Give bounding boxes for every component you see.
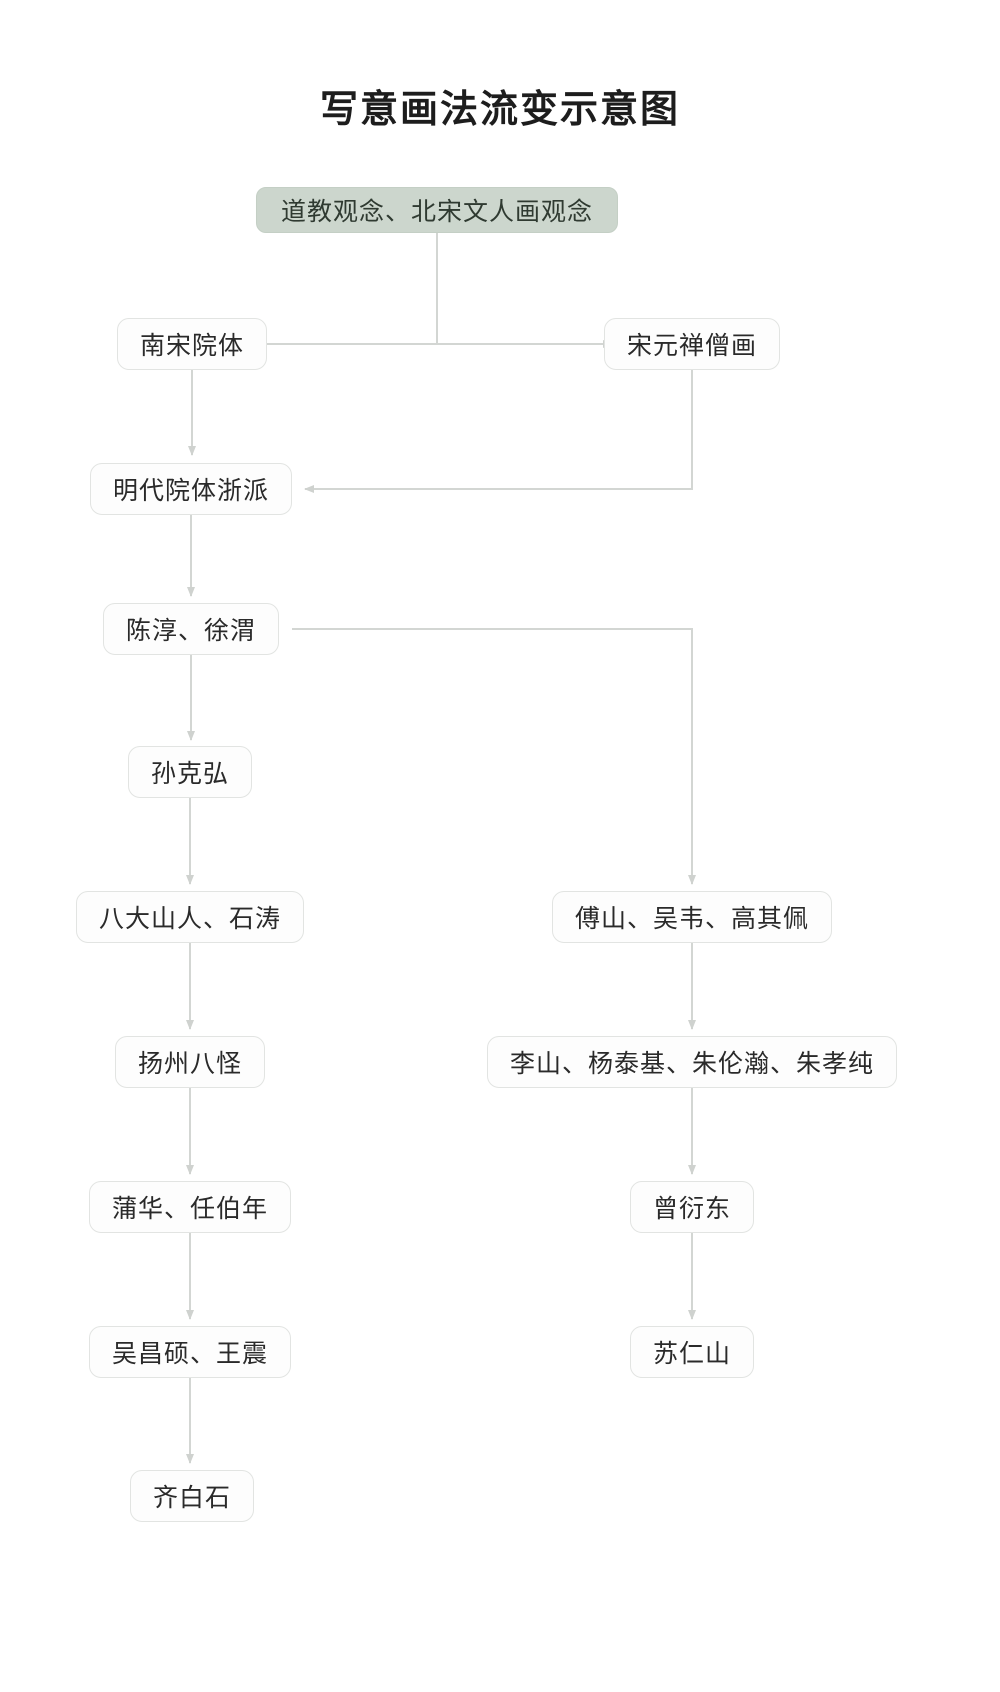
- node-wuchangshuo-wangzhen[interactable]: 吴昌硕、王震: [88, 1326, 292, 1378]
- node-songyuan-chanseng[interactable]: 宋元禅僧画: [603, 318, 781, 370]
- edge-n2-n3: [304, 370, 693, 493]
- node-root-concepts[interactable]: 道教观念、北宋文人画观念: [255, 187, 619, 233]
- edge-n4-n11: [292, 628, 696, 885]
- node-nansong-yuanti[interactable]: 南宋院体: [116, 318, 268, 370]
- node-badashanren-shitao[interactable]: 八大山人、石涛: [75, 891, 305, 943]
- node-chenchun-xuwei[interactable]: 陈淳、徐渭: [102, 603, 280, 655]
- node-surenshan[interactable]: 苏仁山: [629, 1326, 755, 1378]
- node-mingdai-zhepai[interactable]: 明代院体浙派: [89, 463, 293, 515]
- node-zengyandong[interactable]: 曾衍东: [629, 1181, 755, 1233]
- node-qibaishi[interactable]: 齐白石: [129, 1470, 255, 1522]
- node-sunkehong[interactable]: 孙克弘: [127, 746, 253, 798]
- node-puhua-renbonian[interactable]: 蒲华、任伯年: [88, 1181, 292, 1233]
- node-fushan-wuwei-gaoqipei[interactable]: 傅山、吴韦、高其佩: [551, 891, 833, 943]
- page-title: 写意画法流变示意图: [319, 89, 680, 131]
- node-lishan-group[interactable]: 李山、杨泰基、朱伦瀚、朱孝纯: [486, 1036, 898, 1088]
- node-yangzhou-bagui[interactable]: 扬州八怪: [114, 1036, 266, 1088]
